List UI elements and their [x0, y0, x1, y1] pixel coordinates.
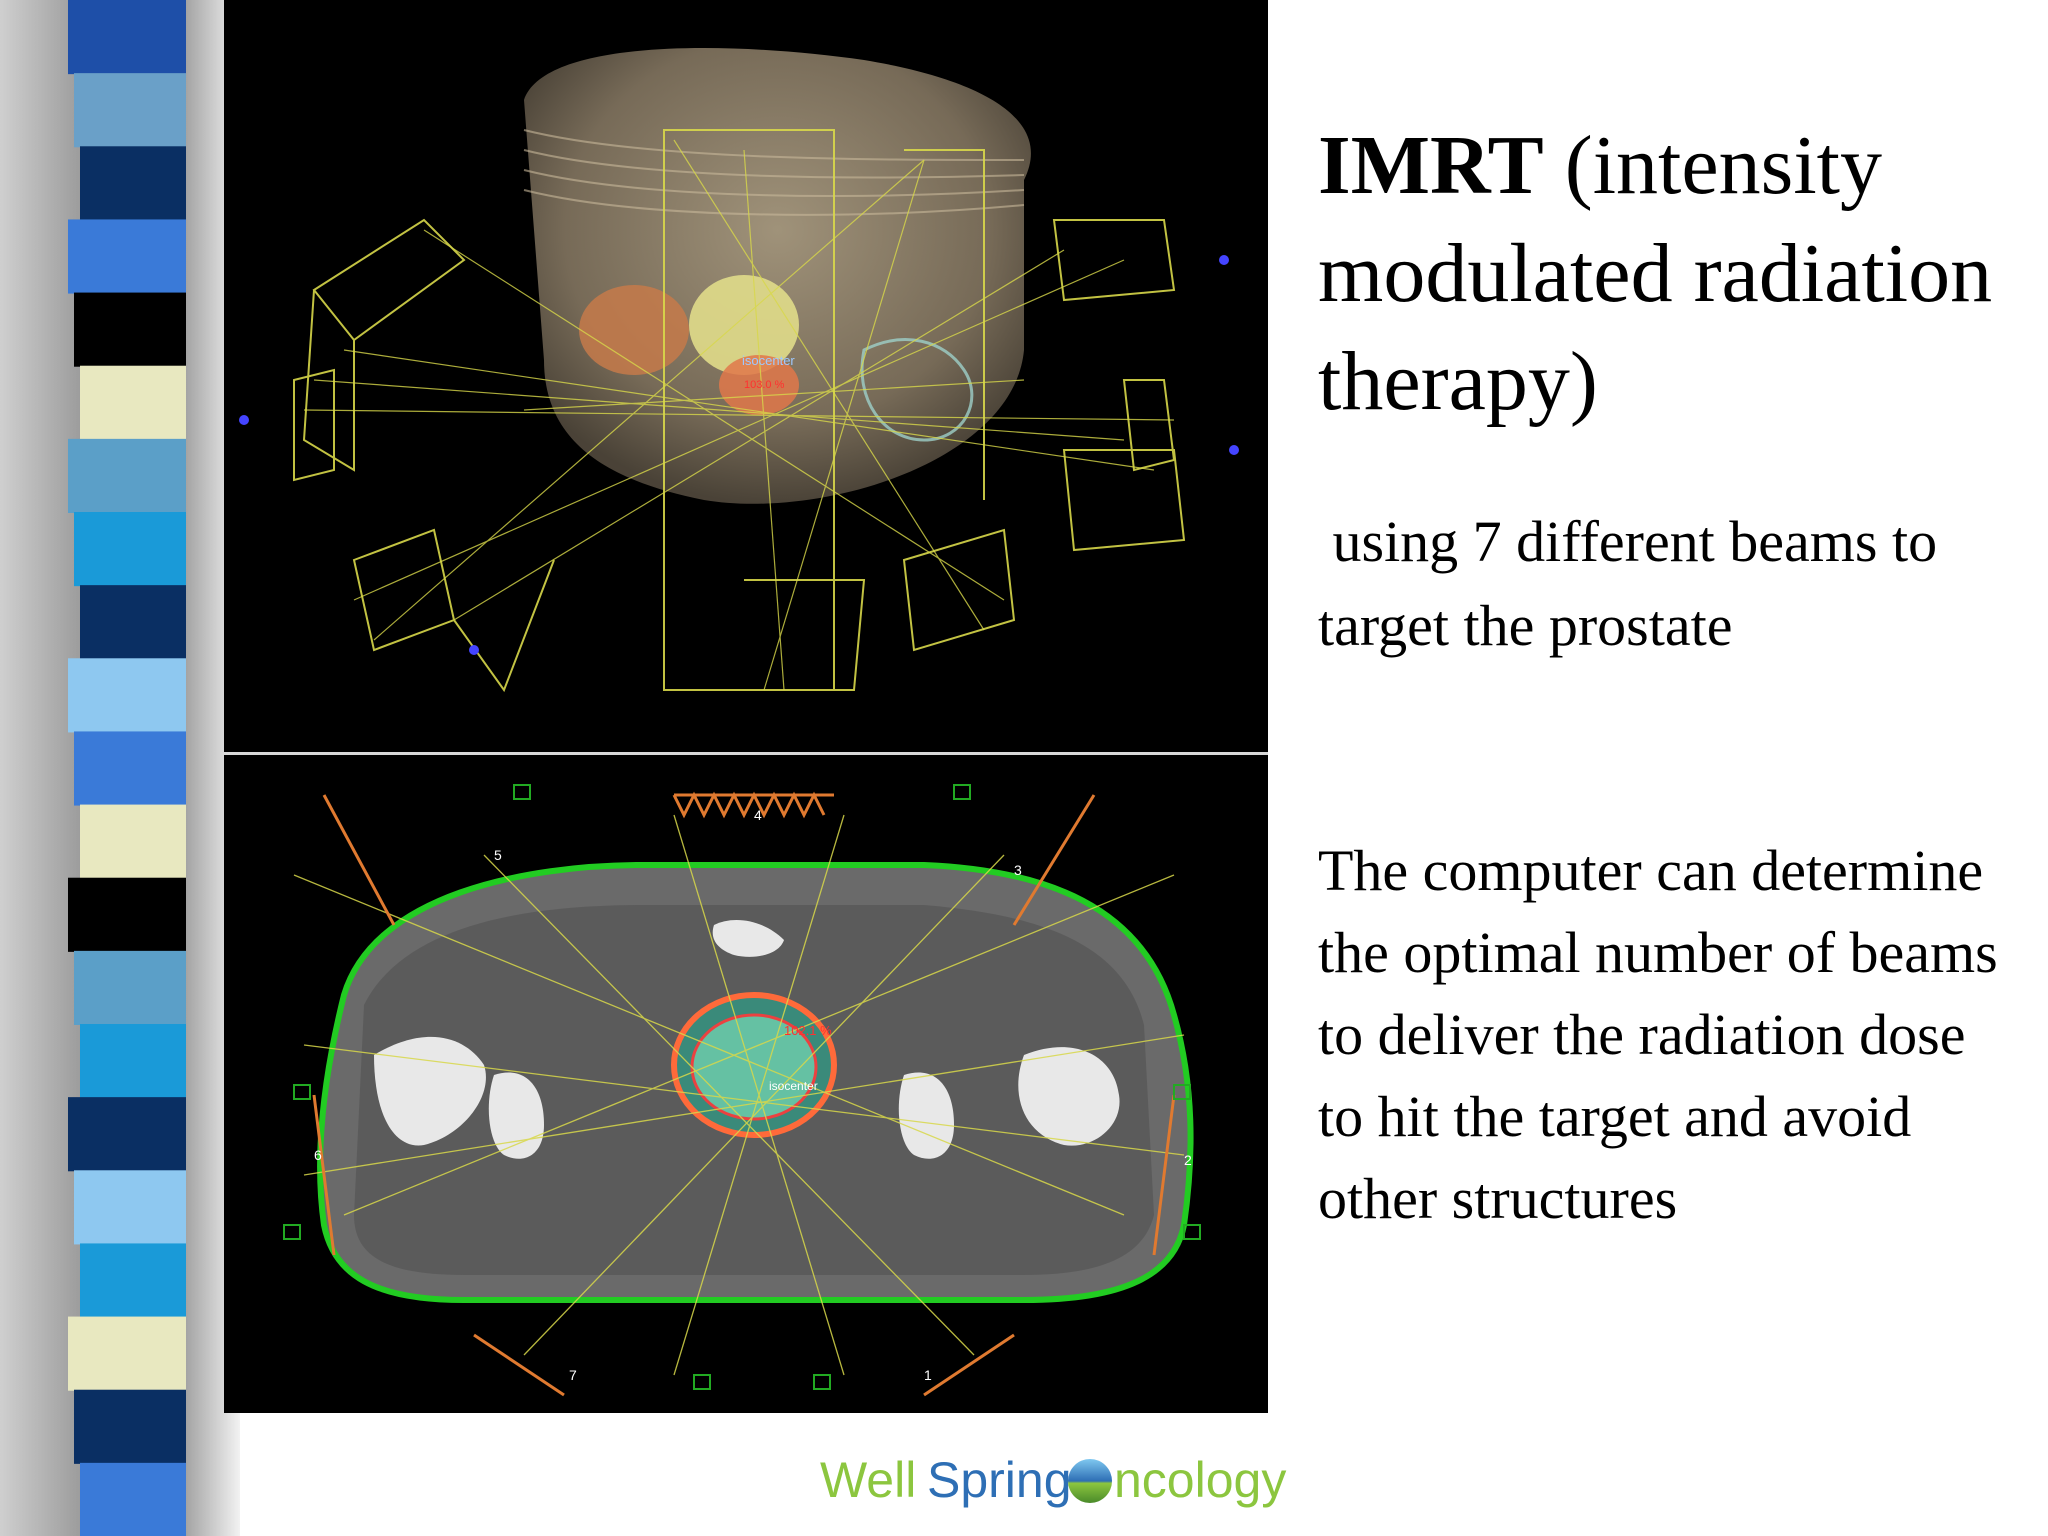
- beam-number-4: 4: [754, 807, 762, 823]
- sidebar-stripe: [74, 1170, 186, 1245]
- slide-subtitle: using 7 different beams to target the pr…: [1318, 509, 1952, 658]
- sidebar-stripe: [74, 731, 186, 806]
- logo-text-well: Well: [820, 1452, 916, 1508]
- sidebar-stripe: [68, 219, 186, 294]
- dose-label: 103.0 %: [744, 379, 785, 391]
- sidebar-stripe: [74, 292, 186, 367]
- sidebar-stripe: [80, 585, 186, 660]
- sidebar-stripe: [80, 804, 186, 879]
- sidebar-stripe: [80, 146, 186, 221]
- sidebar-stripe: [80, 1462, 186, 1536]
- beam-number-6: 6: [314, 1147, 322, 1163]
- sidebar-stripe: [74, 73, 186, 148]
- sidebar-stripe: [68, 658, 186, 733]
- logo-text-spring: Spring: [927, 1452, 1072, 1508]
- sidebar-stripe: [80, 1243, 186, 1318]
- decorative-sidebar: [0, 0, 240, 1536]
- title-expansion: (intensity modulated radiation therapy): [1318, 119, 1993, 428]
- slide-title: IMRT (intensity modulated radiation ther…: [1318, 112, 2018, 436]
- sidebar-stripes: [68, 0, 186, 1536]
- sidebar-stripe: [74, 1389, 186, 1464]
- ct-slice-dose-plan: 102.1 % isocenter 1 2 3 4 5 6 7: [224, 755, 1268, 1413]
- logo-orb-icon: [1068, 1459, 1112, 1503]
- isocenter-label: isocenter: [769, 1079, 818, 1093]
- title-acronym: IMRT: [1318, 119, 1544, 212]
- sidebar-stripe: [68, 1316, 186, 1391]
- sidebar-stripe: [74, 950, 186, 1025]
- sidebar-stripe: [68, 438, 186, 513]
- logo-text-ncology: ncology: [1114, 1452, 1286, 1508]
- sidebar-stripe: [80, 365, 186, 440]
- dose-label: 102.1 %: [784, 1023, 832, 1038]
- sidebar-stripe: [68, 0, 186, 75]
- beam-number-1: 1: [924, 1367, 932, 1383]
- image-divider: [224, 752, 1268, 755]
- sidebar-stripe: [74, 512, 186, 587]
- sidebar-stripe: [68, 1097, 186, 1172]
- beam-number-3: 3: [1014, 862, 1022, 878]
- imrt-3d-beam-render: isocenter 103.0 %: [224, 0, 1268, 752]
- sidebar-stripe: [80, 1024, 186, 1099]
- wellspring-oncology-logo: Well Spring ncology: [820, 1452, 1286, 1508]
- beam-number-2: 2: [1184, 1152, 1192, 1168]
- beam-number-7: 7: [569, 1367, 577, 1383]
- sidebar-stripe: [68, 877, 186, 952]
- beam-number-5: 5: [494, 847, 502, 863]
- isocenter-label: isocenter: [742, 353, 795, 368]
- slide-body-text: The computer can determine the optimal n…: [1318, 838, 1998, 1231]
